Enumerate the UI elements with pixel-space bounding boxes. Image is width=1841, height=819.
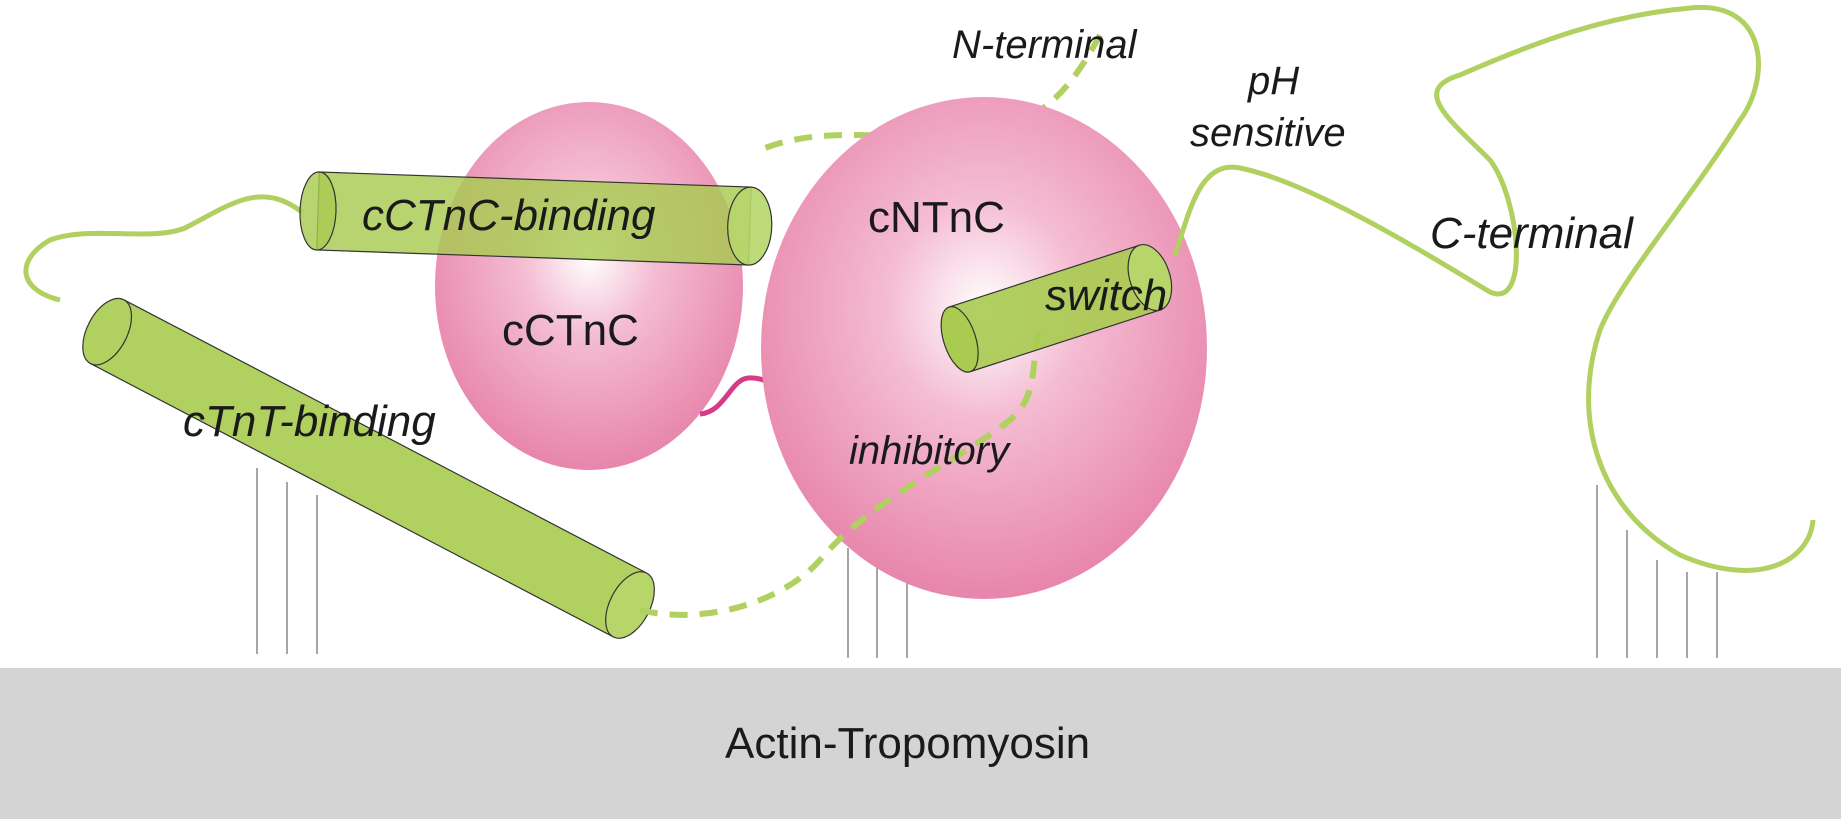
c-terminal-tail bbox=[1172, 5, 1816, 573]
c-terminal-label: C-terminal bbox=[1430, 209, 1634, 258]
cctnc-binding-label: cCTnC-binding bbox=[362, 191, 656, 240]
ctnt-binding-helix bbox=[82, 297, 655, 639]
actin-tropomyosin-bar bbox=[0, 668, 1841, 819]
n-terminal-label: N-terminal bbox=[952, 23, 1138, 67]
cctnc-domain bbox=[435, 102, 743, 470]
ctnt-binding-label: cTnT-binding bbox=[183, 397, 436, 446]
switch-label: switch bbox=[1045, 271, 1167, 320]
switch-helix bbox=[940, 244, 1173, 373]
inhibitory-dashed-path bbox=[639, 329, 1043, 618]
cctnc-label: cCTnC bbox=[502, 306, 639, 355]
cctnc-binding-helix bbox=[299, 171, 773, 266]
left-linker-loop bbox=[23, 194, 304, 303]
inhibitory-label: inhibitory bbox=[849, 429, 1012, 473]
tether-lines bbox=[256, 468, 1718, 658]
cntnc-label: cNTnC bbox=[868, 193, 1005, 242]
ph-sensitive-label-line1: pH bbox=[1247, 59, 1299, 103]
actin-tropomyosin-label: Actin-Tropomyosin bbox=[725, 719, 1090, 768]
ph-sensitive-label-line2: sensitive bbox=[1190, 111, 1346, 155]
